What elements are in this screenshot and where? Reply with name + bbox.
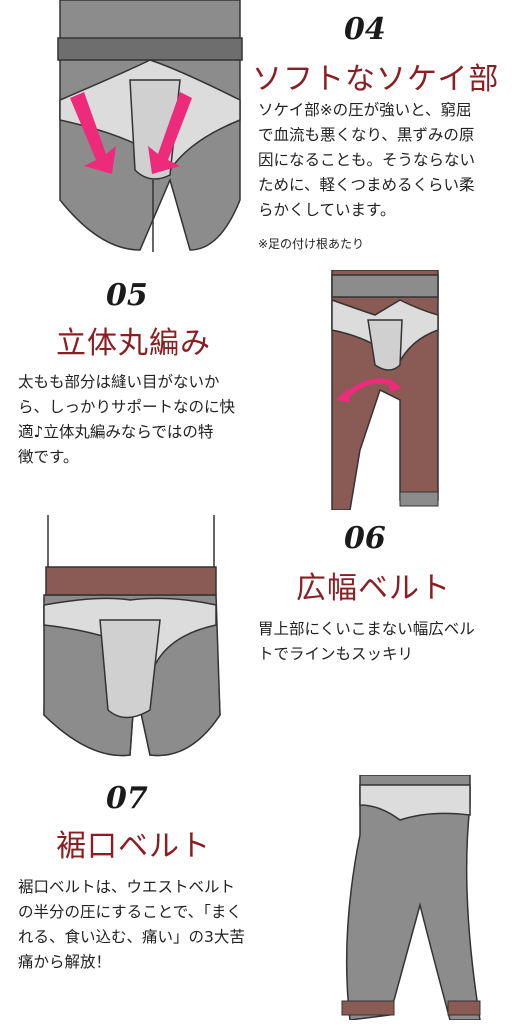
thigh-illustration — [331, 270, 439, 510]
feature-title: 広幅ベルト — [296, 571, 451, 606]
feature-04-section: 04 ソフトなソケイ部 ソケイ部※の圧が強いと、窮屈 で血流も悪くなり、黒ずみの… — [0, 0, 512, 260]
feature-number: 07 — [106, 781, 148, 816]
feature-number: 06 — [344, 521, 386, 556]
feature-footnote: ※足の付け根あたり — [258, 237, 365, 251]
description-line: れる、食い込む、痛い」の3大苦 — [18, 928, 245, 946]
feature-description: ソケイ部※の圧が強いと、窮屈 で血流も悪くなり、黒ずみの原 因になることも。そう… — [258, 98, 508, 223]
description-line: ソケイ部※の圧が強いと、窮屈 — [258, 101, 472, 119]
leg-hem-illustration — [341, 775, 481, 1020]
feature-06-section: 06 広幅ベルト 胃上部にくいこまない幅広ベル トでラインもスッキリ — [0, 515, 512, 765]
description-line: の半分の圧にすることで、「まく — [18, 903, 242, 921]
description-line: ために、軽くつまめるくらい柔 — [258, 176, 475, 194]
description-line: 裾口ベルトは、ウエストベルト — [18, 878, 236, 896]
description-line: らかくしています。 — [258, 201, 396, 219]
description-line: トでラインもスッキリ — [258, 645, 414, 663]
description-line: 痛から解放！ — [18, 953, 112, 971]
feature-description: 太もも部分は縫い目がないか ら、しっかりサポートなのに快 適♪立体丸編みならでは… — [18, 370, 288, 470]
feature-description: 裾口ベルトは、ウエストベルト の半分の圧にすることで、「まく れる、食い込む、痛… — [18, 875, 288, 975]
description-line: で血流も悪くなり、黒ずみの原 — [258, 126, 475, 144]
description-line: 胃上部にくいこまない幅広ベル — [258, 620, 475, 638]
feature-description: 胃上部にくいこまない幅広ベル トでラインもスッキリ — [258, 617, 508, 667]
feature-07-section: 07 裾口ベルト 裾口ベルトは、ウエストベルト の半分の圧にすることで、「まく … — [0, 775, 512, 1024]
curved-arrow-icon — [336, 378, 402, 402]
description-line: 因になることも。そうならない — [258, 151, 476, 169]
description-line: 太もも部分は縫い目がないか — [18, 373, 220, 391]
description-line: 適♪立体丸編みならではの特 — [18, 423, 214, 441]
inward-arrow-icon — [70, 92, 192, 174]
description-line: ら、しっかりサポートなのに快 — [18, 398, 236, 416]
feature-number: 05 — [106, 278, 148, 313]
feature-title: 立体丸編み — [56, 326, 211, 361]
feature-05-section: 05 立体丸編み 太もも部分は縫い目がないか ら、しっかりサポートなのに快 適♪… — [0, 270, 512, 510]
description-line: 徴です。 — [18, 448, 79, 466]
waistband-illustration — [43, 515, 221, 757]
groin-illustration — [57, 0, 243, 252]
feature-number: 04 — [344, 12, 386, 47]
feature-title: 裾口ベルト — [56, 829, 211, 864]
feature-title: ソフトなソケイ部 — [252, 62, 500, 97]
